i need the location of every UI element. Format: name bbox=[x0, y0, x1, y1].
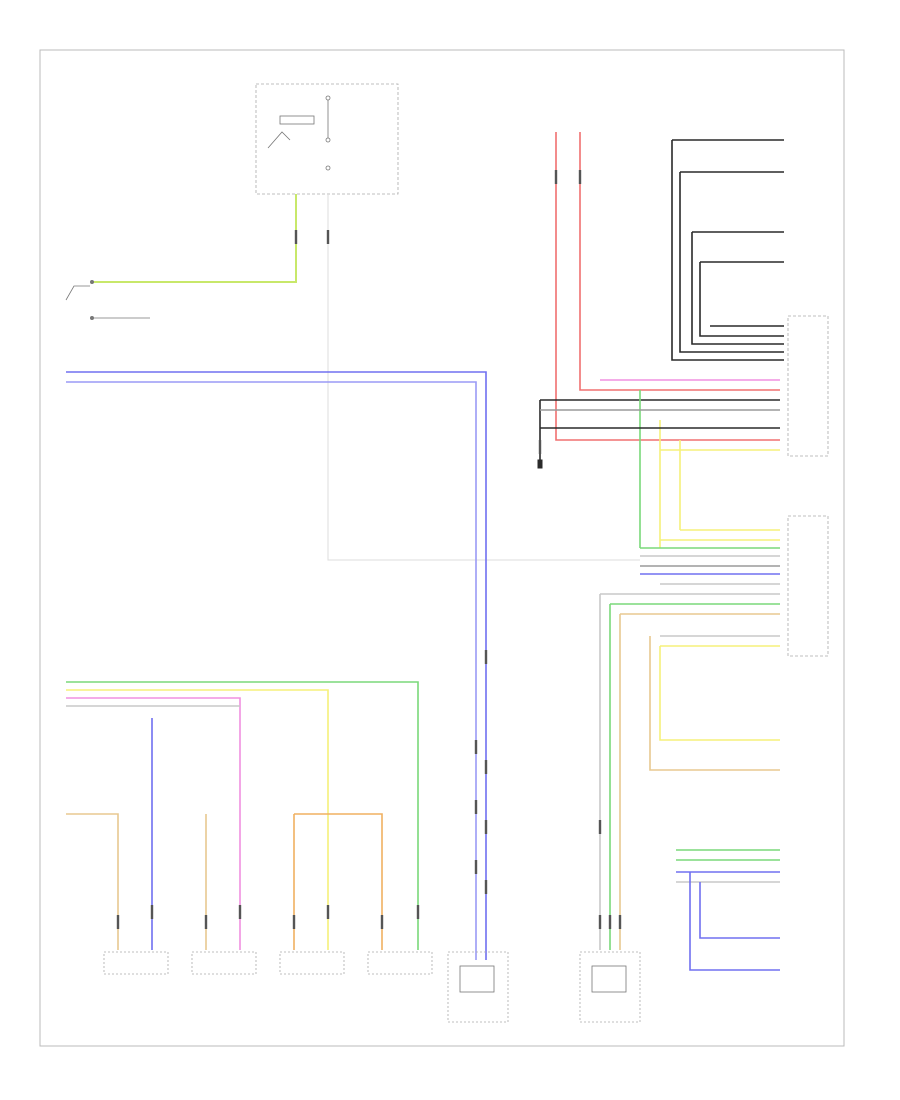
ground-symbol bbox=[537, 459, 543, 469]
sensor-cores bbox=[459, 965, 627, 993]
diagram-border bbox=[39, 49, 845, 1047]
sensor-bus-wires bbox=[66, 681, 419, 950]
left-switch bbox=[65, 279, 150, 320]
bottom-right-wires bbox=[676, 849, 780, 971]
connector-ticks bbox=[116, 170, 622, 929]
relay-wires bbox=[92, 194, 640, 561]
relay-box bbox=[255, 83, 399, 195]
relay-symbol bbox=[267, 95, 331, 171]
sensor-boxes bbox=[103, 951, 641, 1023]
blue-wires bbox=[66, 371, 487, 960]
sensor-feed-wires bbox=[66, 813, 383, 950]
module-box-upper bbox=[787, 315, 829, 457]
black-bus bbox=[671, 139, 784, 361]
module-box-lower bbox=[787, 515, 829, 657]
middle-right-bus bbox=[599, 529, 780, 950]
right-top-wires bbox=[539, 132, 780, 548]
